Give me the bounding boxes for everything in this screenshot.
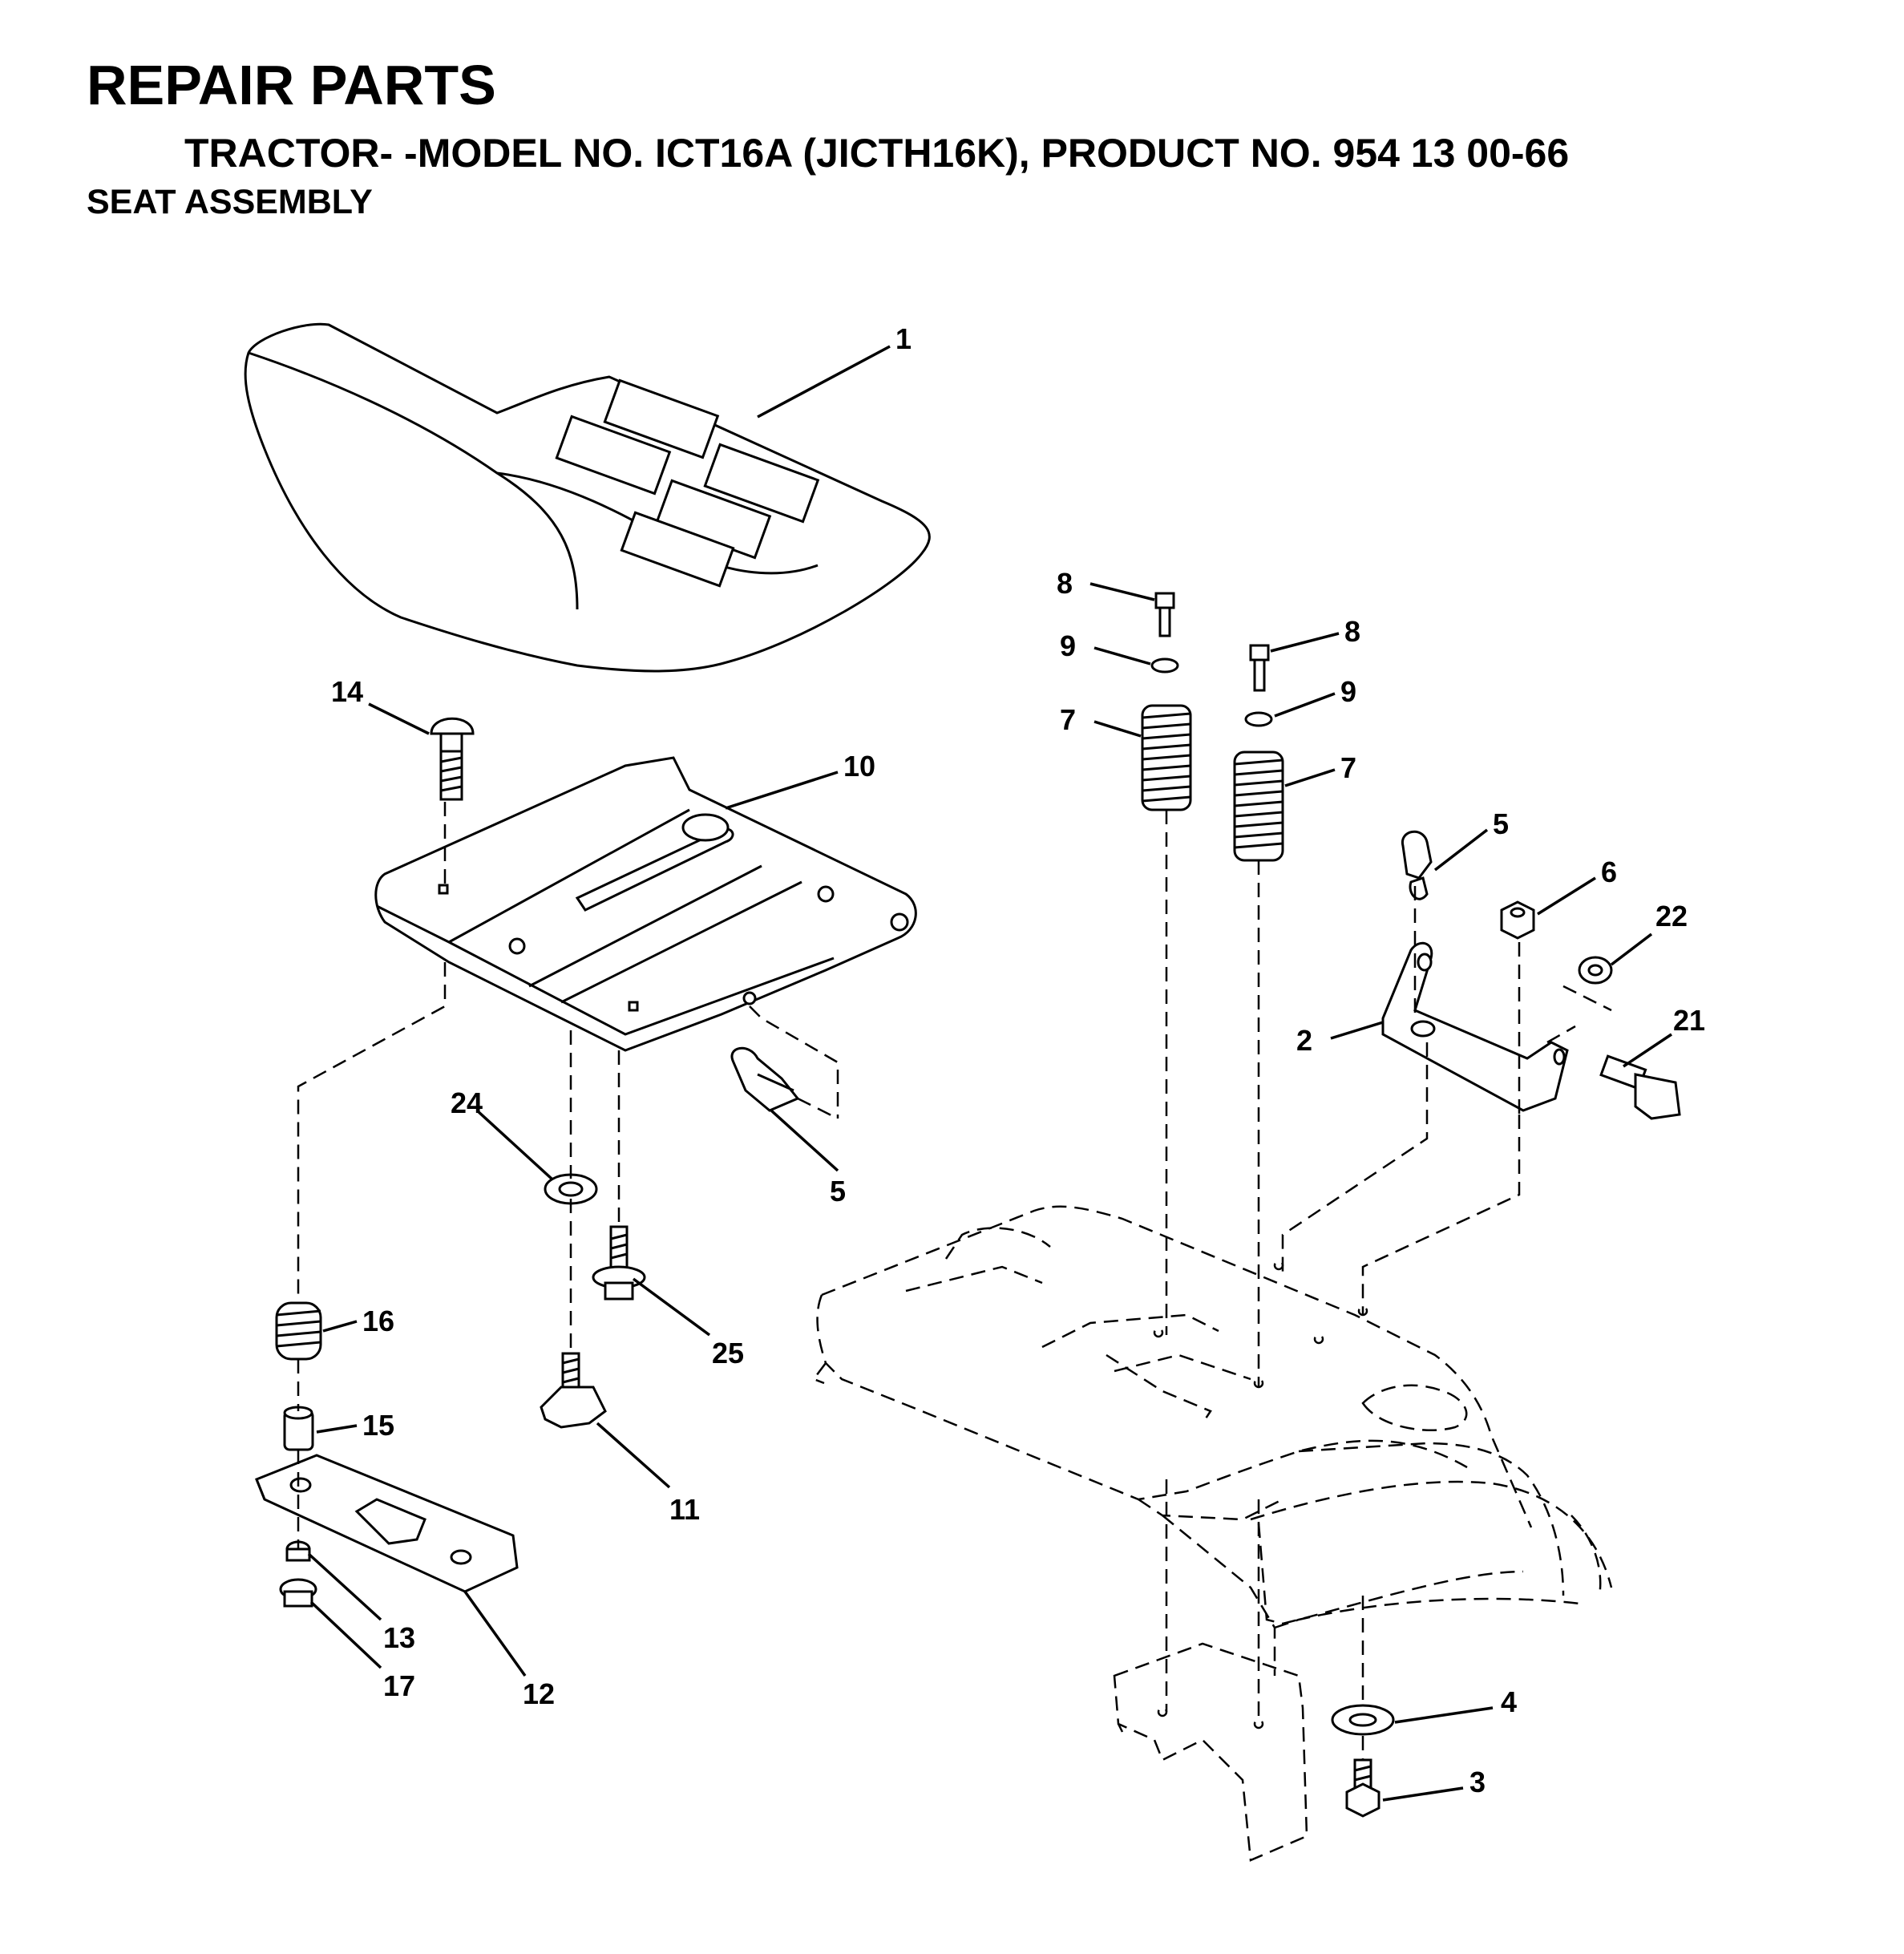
callout-13: 13 <box>383 1621 415 1654</box>
clip-part-lower <box>730 1046 800 1112</box>
callout-3: 3 <box>1469 1766 1486 1798</box>
callout-5-left: 5 <box>830 1175 846 1208</box>
carriage-bolt-part <box>430 717 475 801</box>
tractor-frame-outline <box>812 1205 1613 1676</box>
clip-part-upper <box>1401 830 1433 900</box>
callout-4: 4 <box>1501 1685 1517 1718</box>
spring-left <box>1141 704 1192 811</box>
bolt-3 <box>1345 1758 1381 1818</box>
callout-5-right: 5 <box>1493 807 1509 840</box>
spring-16 <box>275 1301 322 1361</box>
washer-right <box>1244 711 1273 727</box>
callout-14: 14 <box>331 675 363 708</box>
nut-17 <box>279 1578 317 1608</box>
callout-8-right: 8 <box>1344 615 1360 648</box>
page-title: REPAIR PARTS <box>87 54 496 116</box>
bolt-right <box>1249 644 1270 692</box>
callout-12: 12 <box>523 1677 555 1710</box>
callout-2: 2 <box>1296 1024 1312 1057</box>
lower-bracket-outline <box>1113 1642 1308 1862</box>
callout-9-right: 9 <box>1340 675 1356 708</box>
callout-7-right: 7 <box>1340 751 1356 784</box>
callout-15: 15 <box>362 1409 394 1442</box>
callout-1: 1 <box>895 322 912 355</box>
bolt-25 <box>592 1225 646 1301</box>
bolt-21 <box>1599 1054 1681 1120</box>
section-title: SEAT ASSEMBLY <box>87 183 373 221</box>
alignment-lines <box>297 802 1612 1760</box>
spacer-15 <box>283 1406 314 1451</box>
callout-9-left: 9 <box>1060 629 1076 662</box>
callout-17: 17 <box>383 1669 415 1702</box>
callout-8-left: 8 <box>1057 567 1073 600</box>
callout-21: 21 <box>1673 1004 1705 1037</box>
leader-lines <box>307 345 1672 1802</box>
seat-part <box>244 322 931 673</box>
model-subtitle: TRACTOR- -MODEL NO. ICT16A (JICTH16K), P… <box>184 131 1570 176</box>
callout-16: 16 <box>362 1305 394 1337</box>
callout-24: 24 <box>451 1086 483 1119</box>
bracket-part <box>1381 941 1569 1112</box>
nut-22 <box>1578 956 1613 985</box>
callout-labels: 1 14 10 8 8 9 9 7 7 5 6 22 2 21 24 5 25 … <box>331 322 1705 1798</box>
callout-22: 22 <box>1655 900 1688 932</box>
bolt-left <box>1154 592 1175 637</box>
callout-25: 25 <box>712 1337 744 1369</box>
callout-7-left: 7 <box>1060 703 1076 736</box>
callout-10: 10 <box>843 750 875 783</box>
plate-part <box>255 1454 519 1593</box>
spring-right <box>1233 750 1284 862</box>
nut-6 <box>1500 900 1535 940</box>
knob-part <box>540 1352 607 1429</box>
washer-4 <box>1331 1704 1395 1736</box>
seat-pan-part <box>374 756 917 1052</box>
callout-6: 6 <box>1601 856 1617 888</box>
washer-left <box>1150 657 1179 674</box>
callout-11: 11 <box>669 1493 700 1526</box>
